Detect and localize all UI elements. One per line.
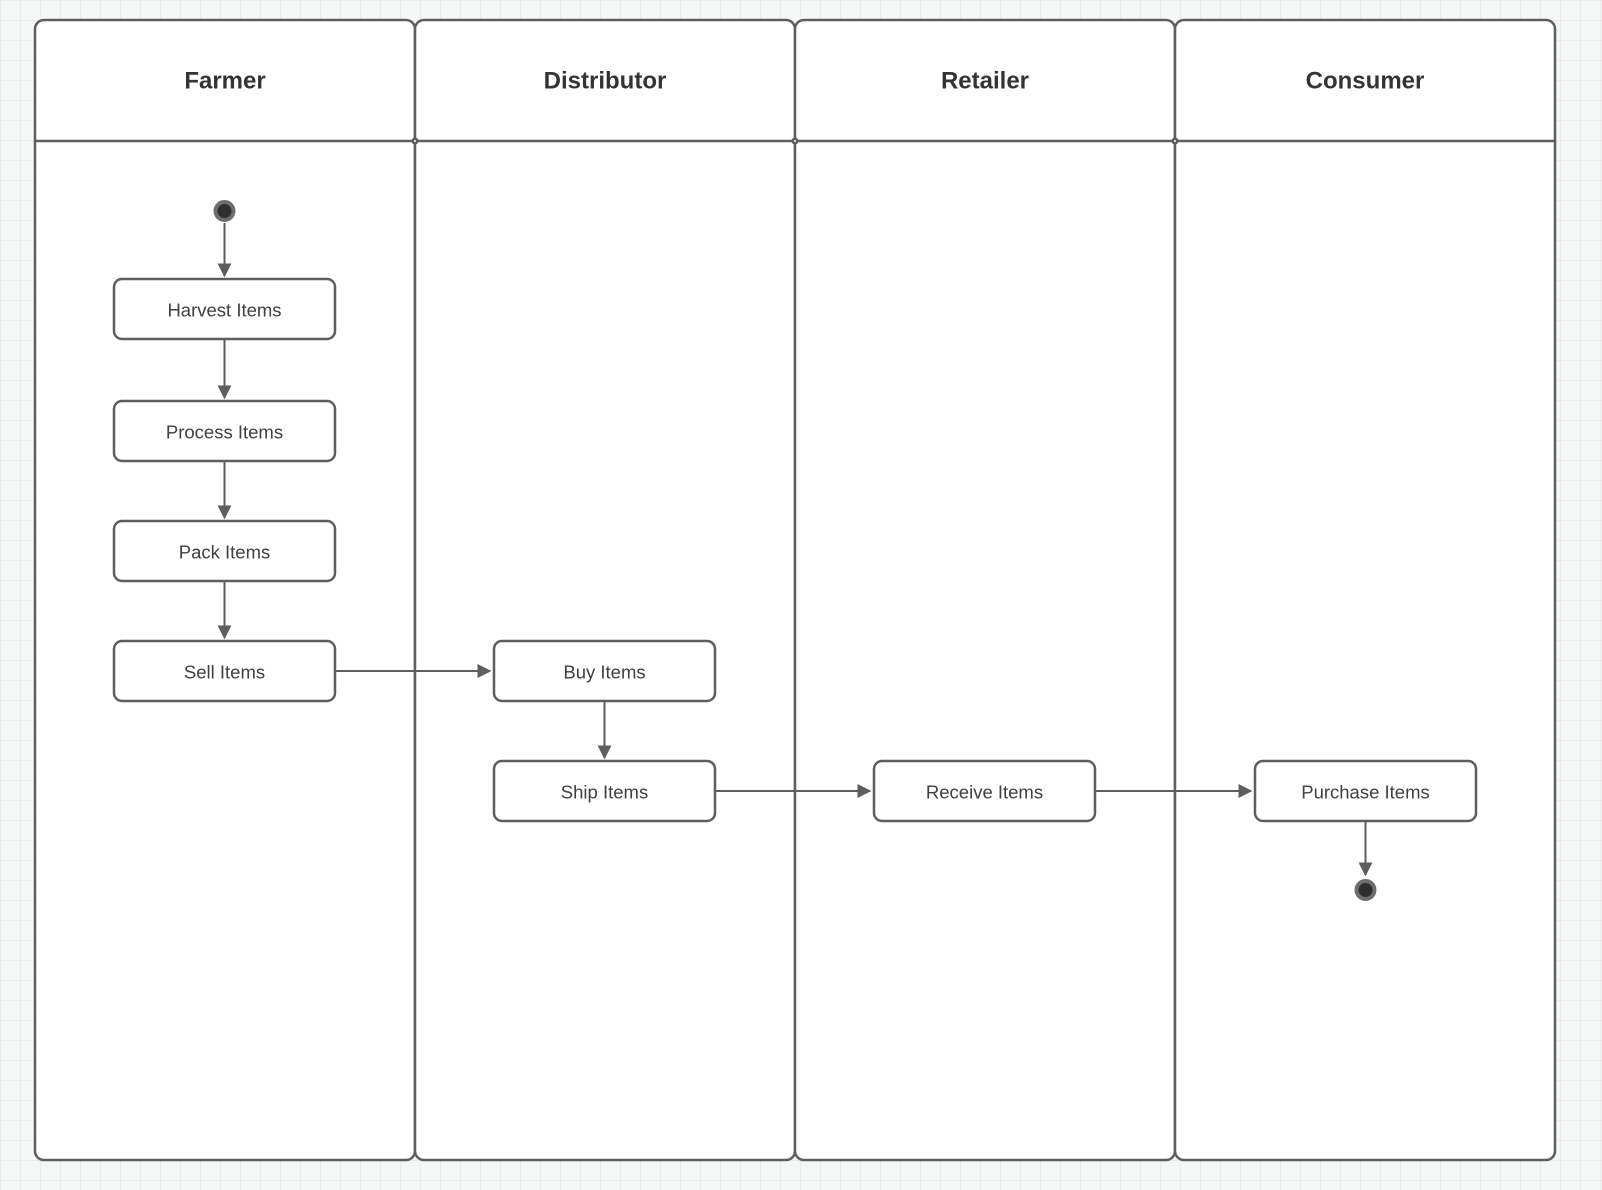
lane-junction-dot-hole <box>1174 140 1176 142</box>
activity-buy-items-label: Buy Items <box>563 662 645 683</box>
lane-junction-dot-hole <box>414 140 416 142</box>
lane-consumer[interactable] <box>1173 18 1557 1162</box>
activity-receive-items-label: Receive Items <box>926 782 1043 803</box>
flow-connectors <box>217 223 1373 877</box>
final-state-node[interactable] <box>1354 879 1377 901</box>
activity-harvest-items-label: Harvest Items <box>167 300 281 321</box>
activity-receive-items[interactable] <box>872 759 1097 823</box>
initial-state-node[interactable] <box>213 200 236 222</box>
lane-title-farmer: Farmer <box>184 68 265 95</box>
activity-sell-items[interactable] <box>112 639 337 703</box>
lane-title-retailer: Retailer <box>941 68 1029 95</box>
lane-distributor[interactable] <box>413 18 797 1162</box>
activity-ship-items-label: Ship Items <box>561 782 648 803</box>
activity-ship-items[interactable] <box>492 759 717 823</box>
activity-buy-items[interactable] <box>492 639 717 703</box>
activity-sell-items-label: Sell Items <box>184 662 265 683</box>
lane-retailer[interactable] <box>793 18 1177 1162</box>
activity-process-items-label: Process Items <box>166 422 283 443</box>
lane-junction-dot-hole <box>794 140 796 142</box>
swimlane-pool: Farmer Distributor Retailer Consumer <box>33 18 1557 1162</box>
activity-nodes: Harvest Items Process Items Pack Items S… <box>112 277 1478 823</box>
activity-purchase-items[interactable] <box>1253 759 1478 823</box>
lane-title-consumer: Consumer <box>1306 68 1425 95</box>
activity-purchase-items-label: Purchase Items <box>1301 782 1430 803</box>
activity-pack-items-label: Pack Items <box>179 542 271 563</box>
lane-title-distributor: Distributor <box>544 68 667 95</box>
activity-process-items[interactable] <box>112 399 337 463</box>
activity-harvest-items[interactable] <box>112 277 337 341</box>
activity-pack-items[interactable] <box>112 519 337 583</box>
